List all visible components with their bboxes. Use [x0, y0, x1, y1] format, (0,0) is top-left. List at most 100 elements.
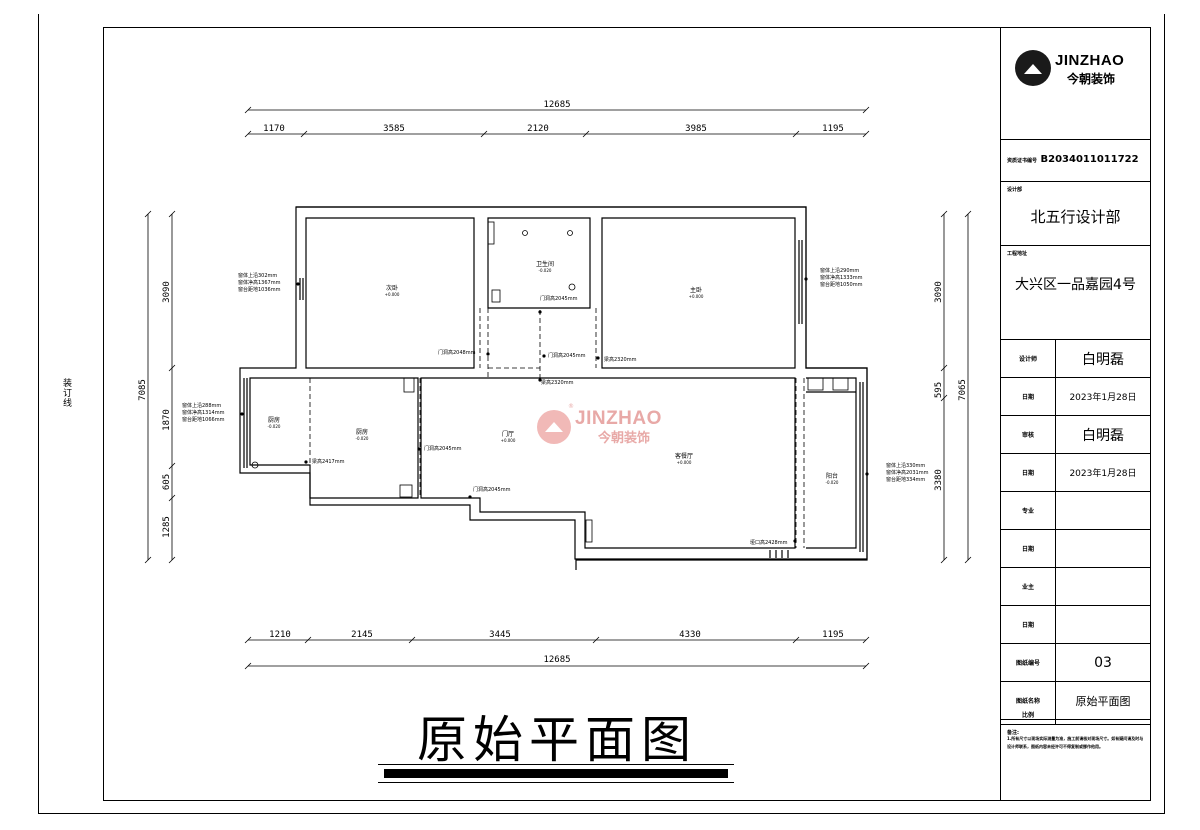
room-label-entry: 门厅 [502, 430, 514, 438]
title-block-row-value: 2023年1月28日 [1069, 469, 1137, 479]
top-dimension-3: 2120 [527, 124, 549, 134]
annotation-door-bath: 门洞高2045mm [540, 295, 578, 302]
annotation-kitchen-window-2: 窗体净高1314mm [182, 409, 225, 416]
annotation-right-window-1: 窗体上沿290mm [820, 267, 859, 274]
annotation-door-kitchen: 门洞高2045mm [424, 445, 462, 452]
binding-line-label: 装订线 [61, 378, 71, 408]
dimension-tick [940, 364, 948, 372]
title-block-row-value: 原始平面图 [1075, 694, 1131, 708]
title-block-row-value [1056, 530, 1150, 567]
dimension-tick [304, 636, 312, 644]
title-block-row: 日期 [1001, 606, 1150, 644]
title-block-row: 设计师白明磊 [1001, 340, 1150, 378]
title-block-row-value [1056, 492, 1150, 529]
annotation-right-window-3: 窗台距地1050mm [820, 281, 863, 288]
notes-label: 备注: [1007, 730, 1019, 736]
elevation-kitchen: -0.020 [356, 436, 369, 441]
designer-dept-cell: 设计部 北五行设计部 [1001, 182, 1150, 246]
dimension-tick [792, 636, 800, 644]
dimension-tick [244, 106, 252, 114]
right-dimension-2: 595 [934, 382, 944, 398]
annotation-beam-living: 垭口高2428mm [750, 539, 788, 546]
room-label-master-bedroom: 主卧 [690, 286, 702, 294]
watermark-text-cn: 今朝装饰 [598, 431, 651, 446]
logo-text-cn: 今朝装饰 [1067, 72, 1116, 86]
title-block-row-key: 图纸编号 [1001, 644, 1056, 681]
title-block-row-key: 日期 [1001, 530, 1056, 567]
notes-cell: 备注: 1.所有尺寸以现场实际测量为准，施工前请核对现场尺寸。如有疑问请及时与设… [1001, 725, 1150, 800]
dimension-tick [168, 210, 176, 218]
dimension-tick [244, 636, 252, 644]
kitchen-wall [249, 377, 419, 499]
title-block-row: 业主 [1001, 568, 1150, 606]
logo-cell: JINZHAO 今朝装饰 [1001, 28, 1150, 140]
designer-dept-label: 设计部 [1007, 187, 1023, 193]
watermark-logo-icon [537, 410, 571, 444]
watermark-registered-icon: ® [568, 403, 574, 410]
company-logo-icon [1015, 50, 1051, 86]
dimension-tick [862, 106, 870, 114]
left-window [299, 278, 304, 300]
living-wall [420, 377, 796, 549]
title-block-row-key: 审核 [1001, 416, 1056, 453]
room-label-second-bedroom: 次卧 [386, 284, 398, 292]
title-underline-thin-top [378, 764, 734, 765]
annotation-left-window-2: 窗体净高1367mm [238, 279, 281, 286]
sheet-border-right [1164, 14, 1165, 814]
top-total-dimension: 12685 [543, 100, 570, 110]
interior-wall-outline [305, 217, 475, 369]
elevation-living: +0.000 [677, 460, 692, 465]
drawing-title: 原始平面图 [417, 711, 697, 769]
dimension-tick [168, 556, 176, 564]
top-dimension-2: 3585 [383, 124, 405, 134]
elevation-second-bedroom: +0.000 [385, 292, 400, 297]
title-block-row-key: 日期 [1001, 606, 1056, 643]
title-block: JINZHAO 今朝装饰 资质证书编号 B2034011011722 设计部 北… [1000, 27, 1151, 801]
project-address-label: 工程地址 [1007, 251, 1028, 257]
left-dimension-2: 1870 [162, 409, 172, 431]
elevation-entry: +0.000 [501, 438, 516, 443]
title-block-row: 日期 [1001, 530, 1150, 568]
dimension-tick [144, 210, 152, 218]
sheet-border-left [38, 14, 39, 814]
room-label-living: 客餐厅 [675, 452, 693, 460]
bottom-dimension-1: 1210 [269, 630, 291, 640]
annotation-balcony-window-2: 窗体净高2031mm [886, 469, 929, 476]
annotation-door-entry: 门洞高2045mm [473, 486, 511, 493]
dimension-tick [168, 364, 176, 372]
dimension-tick [862, 130, 870, 138]
annotation-beam-kitchen: 梁高2417mm [312, 458, 345, 465]
dimension-tick [168, 494, 176, 502]
watermark-text-en: JINZHAO [575, 408, 662, 429]
title-block-row-key: 比例 [1001, 704, 1056, 724]
dimension-tick [940, 394, 948, 402]
project-address-value: 大兴区一品嘉园4号 [1015, 277, 1136, 293]
title-block-row-key: 业主 [1001, 568, 1056, 605]
dimension-tick [168, 462, 176, 470]
dimension-tick [964, 556, 972, 564]
sheet-border-bottom [38, 813, 1165, 814]
title-block-row: 专业 [1001, 492, 1150, 530]
dimension-tick [244, 130, 252, 138]
dimension-tick [862, 636, 870, 644]
dimension-tick [300, 130, 308, 138]
title-block-row-key: 日期 [1001, 454, 1056, 491]
title-block-row-key: 设计师 [1001, 340, 1056, 377]
bottom-dimension-3: 3445 [489, 630, 511, 640]
floor-plan: 12685 1170 3585 2120 3985 1195 1210 2145… [138, 100, 972, 670]
logo-text-en: JINZHAO [1055, 52, 1125, 69]
bottom-dimension-2: 2145 [351, 630, 373, 640]
top-dimension-1: 1170 [263, 124, 285, 134]
title-block-row-value: 白明磊 [1082, 427, 1124, 444]
balcony-window [859, 382, 864, 552]
title-block-row-key: 图纸名称 [1001, 682, 1056, 719]
annotation-balcony-window-1: 窗体上沿330mm [886, 462, 925, 469]
dimension-tick [862, 662, 870, 670]
elevation-bathroom: -0.020 [539, 268, 552, 273]
title-block-row: 图纸名称 原始平面图 [1001, 682, 1150, 720]
dimension-tick [940, 556, 948, 564]
right-window [798, 240, 803, 324]
